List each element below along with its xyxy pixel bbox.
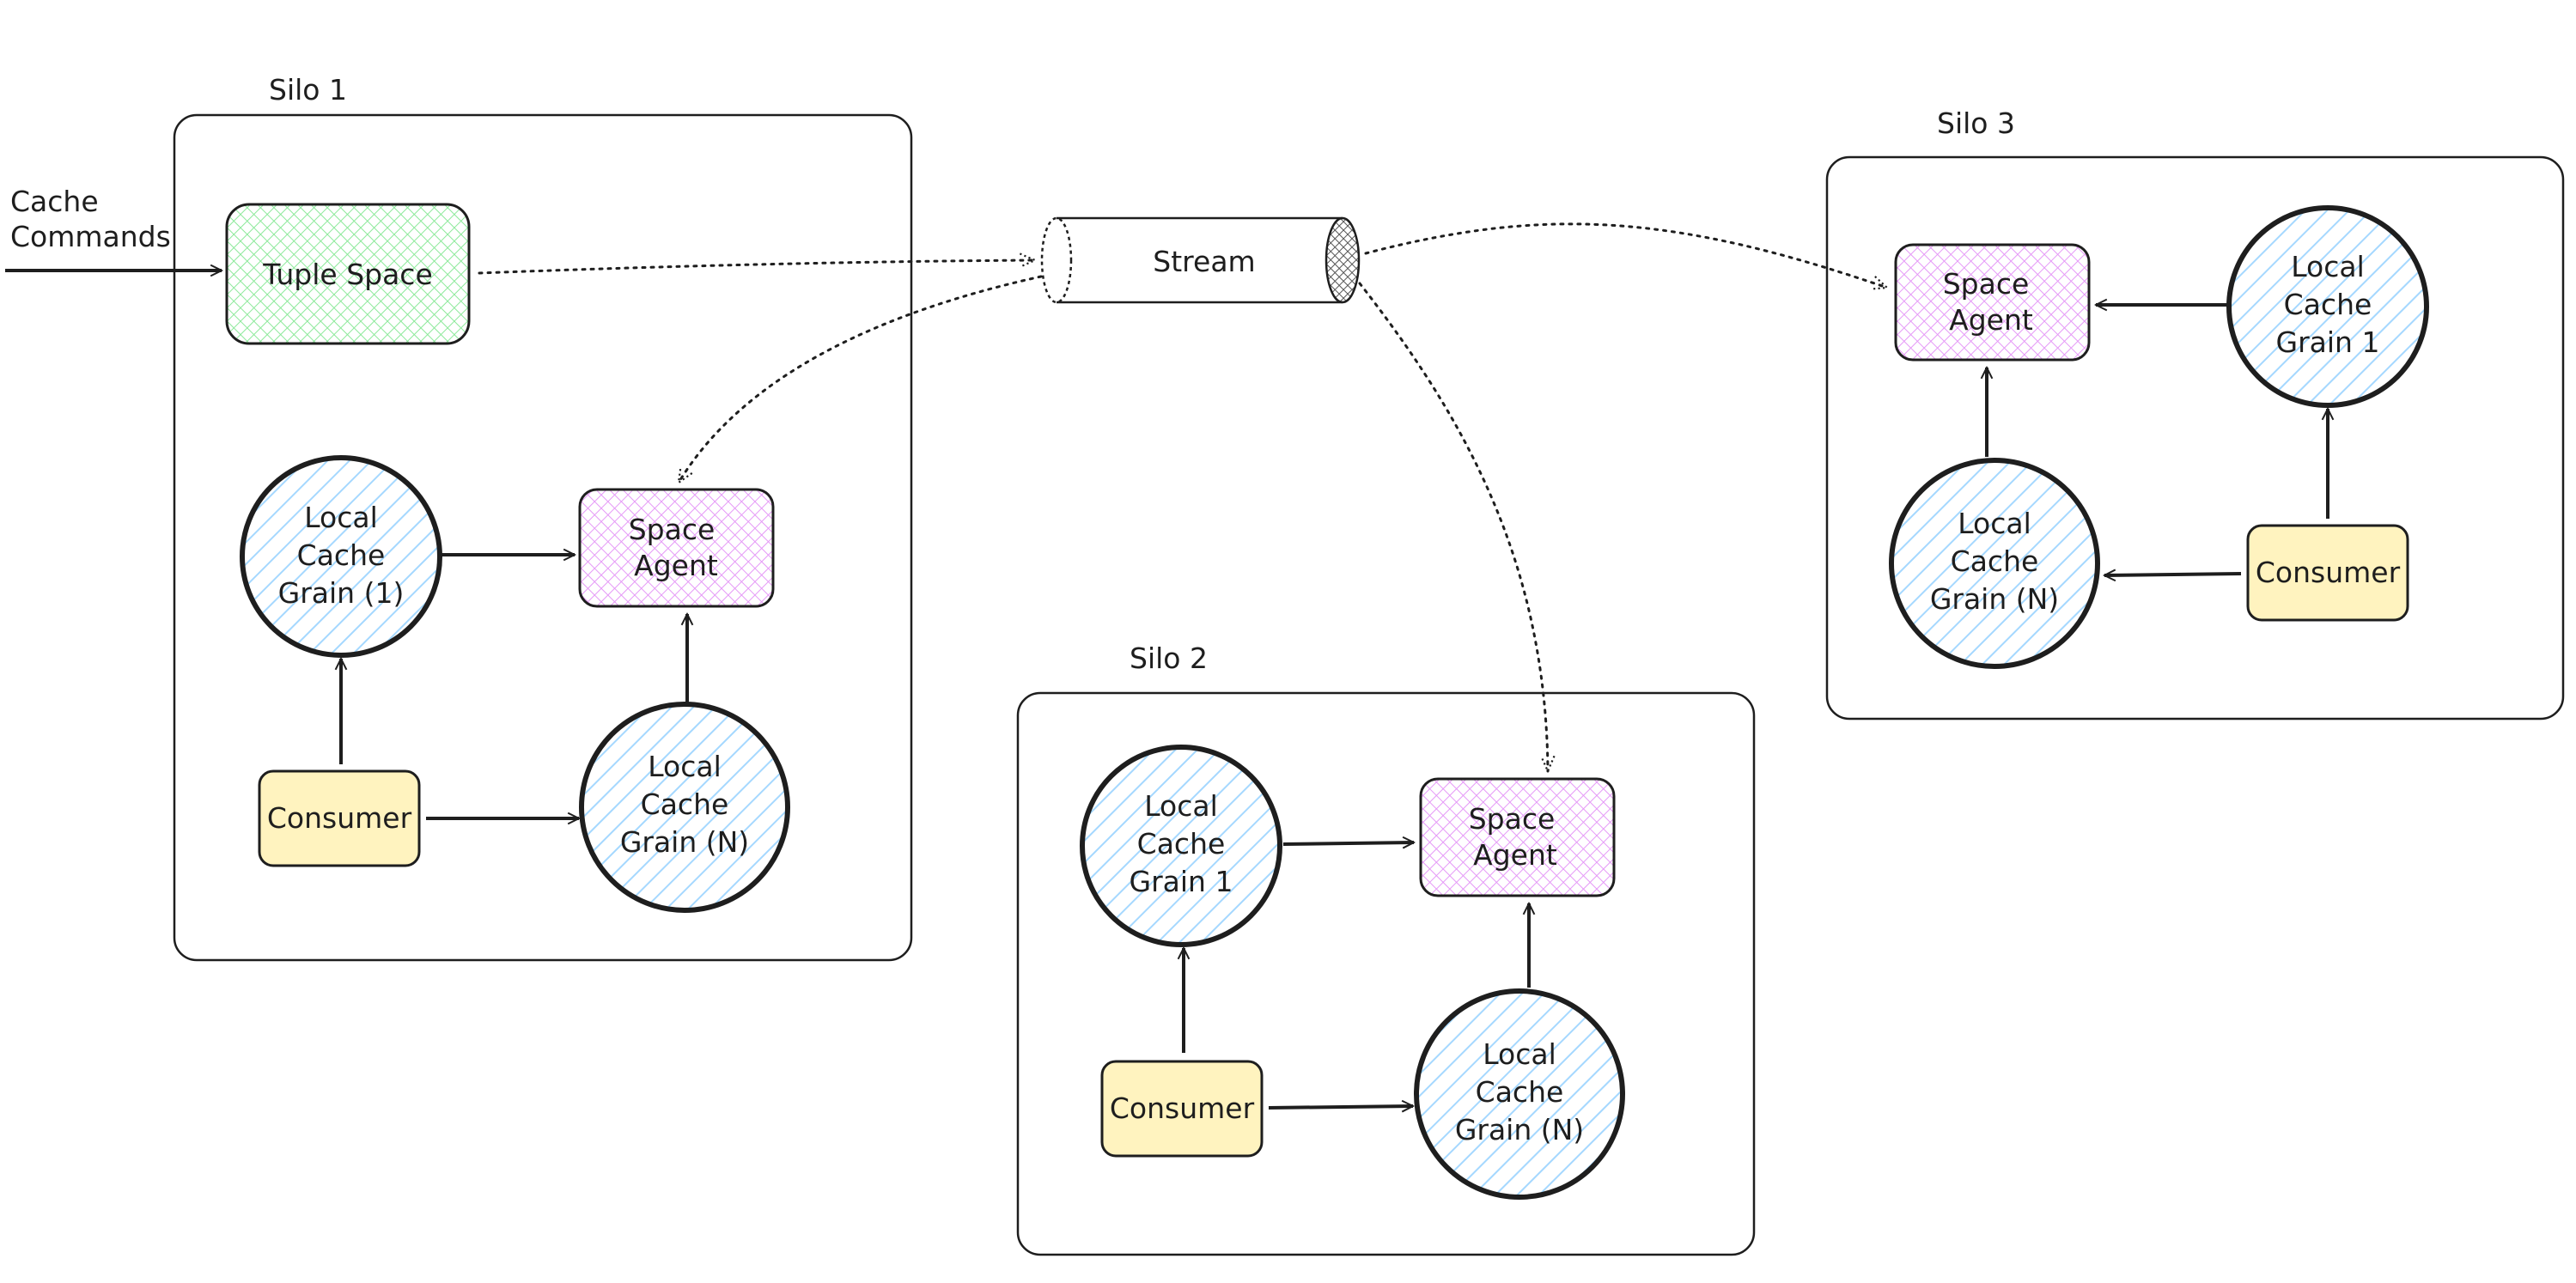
silo-3-grain-top-line3: Grain 1: [2276, 325, 2380, 359]
silo-3-grain-bottom-line1: Local: [1958, 507, 2031, 540]
silo-2-container: [1016, 691, 1756, 1256]
silo-1-grain-top-line3: Grain (1): [278, 576, 405, 610]
silo-1-consumer-box: [258, 769, 421, 867]
silo-3-title: Silo 3: [1937, 106, 2015, 140]
silo-3-grain-top-line2: Cache: [2284, 288, 2372, 321]
silo-1-grain-bottom-circle: [579, 702, 790, 913]
silo-1-consumer-label: Consumer: [267, 801, 412, 835]
silo-3-grain-bottom-circle: [1889, 458, 2100, 669]
silo-2-grain-bottom-line3: Grain (N): [1455, 1113, 1584, 1146]
silo-3-consumer-label: Consumer: [2256, 556, 2401, 589]
silo-3-consumer: Consumer: [2246, 524, 2409, 622]
silo-2-grain-top: Local Cache Grain 1: [1080, 745, 1282, 947]
flow-stream-to-silo-1-agent: [679, 275, 1043, 483]
silo-1-title: Silo 1: [269, 73, 347, 106]
silo-2-grain-bottom-line2: Cache: [1476, 1075, 1564, 1109]
silo-2-space-agent-label-line1: Space: [1469, 802, 1556, 836]
silo-2-space-agent-box: [1419, 777, 1616, 897]
silo-2-grain-bottom-line1: Local: [1483, 1037, 1556, 1071]
silo-2-grain-bottom: Local Cache Grain (N): [1414, 988, 1625, 1200]
stream-label: Stream: [1153, 245, 1255, 278]
silo-1-grain-top: Local Cache Grain (1): [240, 455, 442, 658]
silo-1-space-agent: Space Agent: [578, 488, 775, 608]
flow-stream-to-silo-2-agent: [1358, 282, 1548, 771]
silo-2-grain-top-line2: Cache: [1137, 827, 1226, 860]
silo-3-grain-bottom: Local Cache Grain (N): [1889, 458, 2100, 669]
stream-cylinder-body: [1057, 216, 1343, 304]
silo-2-space-agent-label-line2: Agent: [1473, 838, 1557, 872]
cache-commands-label-line1: Cache: [10, 185, 99, 218]
silo-3-arrow-consumer-to-grain-bottom: [2104, 574, 2242, 575]
silo-2-grain-top-line3: Grain 1: [1130, 865, 1233, 898]
silo-2-grain-top-line1: Local: [1144, 789, 1218, 823]
silo-3-grain-top: Local Cache Grain 1: [2226, 205, 2429, 408]
silo-1-grain-top-line2: Cache: [297, 538, 386, 572]
silo-3-space-agent-label-line2: Agent: [1949, 303, 2033, 337]
silo-1-grain-top-line1: Local: [304, 501, 378, 534]
silo-3-space-agent-label-line1: Space: [1943, 267, 2030, 301]
silo-2-title: Silo 2: [1130, 642, 1208, 675]
tuple-space-label: Tuple Space: [262, 258, 433, 291]
cache-commands-label-line2: Commands: [10, 220, 171, 253]
cache-commands-input: Cache Commands: [5, 185, 222, 271]
silo-2-consumer-label: Consumer: [1110, 1091, 1255, 1125]
silo-2-grain-bottom-circle: [1414, 988, 1625, 1200]
silo-3-container: [1825, 155, 2565, 721]
silo-1-space-agent-label-line2: Agent: [634, 549, 718, 582]
silo-1: Silo 1 Tuple Space Space Agent Local Cac…: [173, 73, 913, 962]
silo-2-consumer-box: [1100, 1060, 1264, 1158]
silo-3-grain-top-circle: [2226, 205, 2429, 408]
silo-1-grain-bottom-line1: Local: [648, 750, 722, 783]
tuple-space-box: [225, 203, 471, 345]
silo-3-grain-bottom-line2: Cache: [1951, 544, 2039, 578]
silo-3-consumer-box: [2246, 524, 2409, 622]
silo-3: Silo 3 Space Agent Local Cache Grain 1 L…: [1825, 106, 2565, 721]
silo-1-container: [173, 113, 913, 962]
silo-2: Silo 2 Space Agent Local Cache Grain 1 L…: [1016, 642, 1756, 1256]
stream-node: Stream: [1040, 216, 1361, 304]
silo-1-consumer: Consumer: [258, 769, 421, 867]
stream-cylinder-left-end: [1040, 216, 1073, 304]
tuple-space-node: Tuple Space: [225, 203, 471, 345]
flow-stream-to-silo-3-agent: [1364, 222, 1887, 288]
silo-2-consumer: Consumer: [1100, 1060, 1264, 1158]
silo-3-space-agent-box: [1894, 243, 2091, 362]
silo-2-arrow-grain-to-agent: [1282, 842, 1414, 844]
silo-1-space-agent-label-line1: Space: [629, 513, 716, 546]
silo-1-grain-bottom: Local Cache Grain (N): [579, 702, 790, 913]
silo-2-space-agent: Space Agent: [1419, 777, 1616, 897]
silo-1-space-agent-box: [578, 488, 775, 608]
stream-cylinder-right-end: [1325, 216, 1361, 304]
silo-2-arrow-consumer-to-grain-bottom: [1268, 1106, 1413, 1108]
silo-3-grain-bottom-line3: Grain (N): [1930, 582, 2059, 616]
silo-1-grain-bottom-line2: Cache: [641, 787, 729, 821]
silo-3-grain-top-line1: Local: [2291, 250, 2365, 283]
flow-tuple-space-to-stream: [478, 260, 1035, 273]
silo-2-grain-top-circle: [1080, 745, 1282, 947]
silo-3-space-agent: Space Agent: [1894, 243, 2091, 362]
silo-1-grain-bottom-line3: Grain (N): [620, 825, 749, 859]
